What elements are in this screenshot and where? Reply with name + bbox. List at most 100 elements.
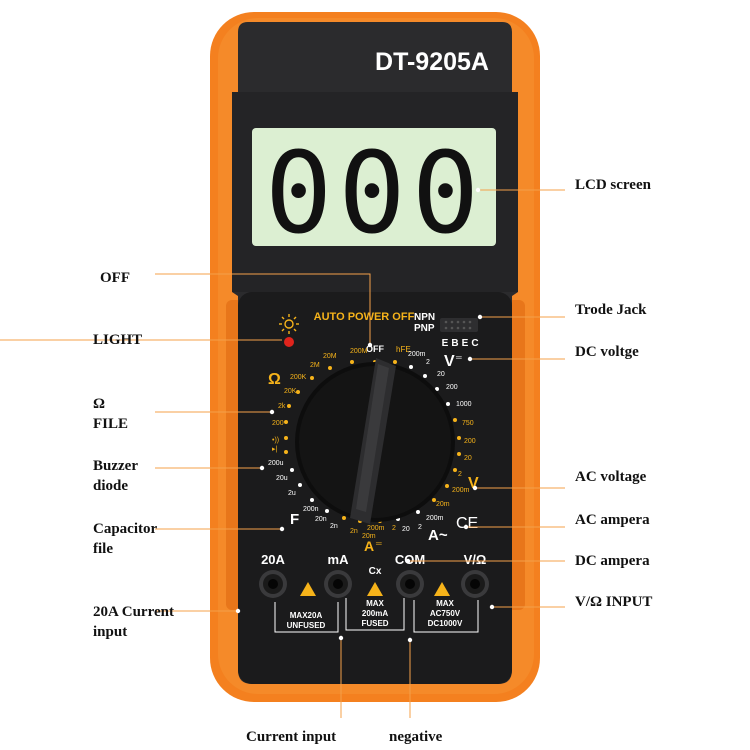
port-label-cx: Cx — [369, 566, 382, 577]
callout-lcd-screen: LCD screen — [575, 177, 651, 193]
pnp-label: PNP — [414, 323, 435, 334]
dial-label: 20u — [276, 475, 288, 482]
dc-lines-glyph: ═ — [455, 353, 462, 362]
callout-dc-ampera: DC ampera — [575, 553, 650, 569]
dca-symbol: A — [364, 538, 374, 554]
leader-lines — [0, 189, 565, 718]
callout-capacitor: Capacitor — [93, 521, 158, 537]
port-label-20a: 20A — [261, 552, 285, 567]
dial-label: 2M — [310, 362, 320, 369]
callout-trode-jack: Trode Jack — [575, 302, 647, 318]
dial-label: 20 — [464, 455, 472, 462]
dial-scale: OFF hFE Ω 200M 20M 2M 200K 20K 2k 200 •)… — [268, 344, 479, 554]
callout-diode: diode — [93, 478, 129, 494]
dial-label: 2n — [350, 528, 358, 535]
warning-max-ma: MAX — [366, 599, 384, 608]
dial-label: 2 — [458, 471, 462, 478]
warning-fused: FUSED — [361, 619, 388, 628]
dial-label: 20M — [323, 353, 337, 360]
dial-label: 200m — [367, 525, 385, 532]
dial-label-off: OFF — [366, 344, 384, 354]
jack-20a[interactable] — [259, 570, 287, 598]
warning-max20a: MAX20A — [290, 611, 323, 620]
pin-label: E — [442, 338, 449, 349]
rotary-selector-knob[interactable] — [295, 358, 455, 524]
acv-symbol: V — [468, 475, 479, 492]
dial-label: 20K — [284, 388, 297, 395]
port-label-ma: mA — [328, 552, 350, 567]
light-sun-icon — [279, 314, 299, 334]
callout-20a-input: input — [93, 624, 128, 640]
dial-label: 20n — [315, 516, 327, 523]
dial-label: 200u — [268, 460, 284, 467]
callout-off: OFF — [100, 270, 130, 286]
callout-buzzer: Buzzer — [93, 458, 138, 474]
dial-label: 2k — [278, 403, 286, 410]
aca-symbol: A~ — [428, 527, 448, 544]
port-label-com: COM — [395, 552, 425, 567]
callout-20a-current-input: 20A Current input — [93, 602, 174, 642]
callout-ohm: Ω — [93, 396, 106, 412]
light-led[interactable] — [284, 337, 294, 347]
dial-label: 200 — [272, 420, 284, 427]
warning-200ma: 200mA — [362, 609, 388, 618]
jack-vohm[interactable] — [461, 570, 489, 598]
transistor-pin-labels: E B E C — [442, 338, 479, 349]
dial-label: 2n — [330, 523, 338, 530]
jack-ma[interactable] — [324, 570, 352, 598]
dial-label: 2 — [426, 359, 430, 366]
warning-ac750v: AC750V — [430, 609, 461, 618]
dial-label: 2 — [392, 525, 396, 532]
callout-dc-voltage: DC voltge — [575, 344, 639, 360]
callout-negative: negative — [389, 729, 443, 745]
pin-label: B — [451, 338, 458, 349]
callout-ac-voltage: AC voltage — [575, 469, 647, 485]
farad-symbol: F — [290, 511, 299, 528]
dial-label: 200m — [452, 487, 470, 494]
model-title: DT-9205A — [375, 48, 489, 76]
dial-label: 20 — [437, 371, 445, 378]
dial-label-hfe: hFE — [396, 345, 411, 354]
dial-label: 200n — [303, 506, 319, 513]
dial-label: 20m — [436, 501, 450, 508]
dial-label: 200m — [426, 515, 444, 522]
leader-dots — [235, 187, 495, 643]
callout-cap-file: file — [93, 541, 113, 557]
dial-tick-dots — [284, 360, 461, 523]
ce-mark: CE — [456, 515, 478, 532]
callout-ohm-file: Ω FILE — [93, 394, 128, 434]
callout-20a-current: 20A Current — [93, 604, 174, 620]
lcd-screen: 000 — [252, 128, 496, 259]
transistor-socket[interactable] — [440, 318, 478, 332]
input-jacks — [259, 570, 489, 598]
diode-glyph: ▸| — [272, 446, 278, 453]
dial-label: 200 — [446, 384, 458, 391]
dial-label: 750 — [462, 420, 474, 427]
npn-label: NPN — [414, 312, 435, 323]
jack-com[interactable] — [396, 570, 424, 598]
warning-max-v: MAX — [436, 599, 454, 608]
warning-brackets — [274, 598, 479, 633]
port-label-vohm: V/Ω — [464, 552, 487, 567]
pin-label: E — [462, 338, 469, 349]
dial-label: 20m — [362, 533, 376, 540]
pin-label: C — [471, 338, 478, 349]
ohm-symbol: Ω — [268, 371, 281, 388]
dial-label: 2 — [418, 524, 422, 531]
dial-label: 2u — [288, 490, 296, 497]
callout-ac-ampera: AC ampera — [575, 512, 650, 528]
dial-label: 200m — [408, 351, 426, 358]
warning-unfused: UNFUSED — [287, 621, 326, 630]
dial-label: 20 — [402, 526, 410, 533]
callout-vohm-input: V/Ω INPUT — [575, 594, 653, 610]
dial-label: 200K — [290, 374, 307, 381]
callout-current-input: Current input — [246, 729, 337, 745]
callout-light: LIGHT — [93, 332, 143, 348]
auto-power-off-label: AUTO POWER OFF — [314, 311, 415, 323]
warning-icons — [300, 582, 450, 596]
callout-buzzer-diode: Buzzer diode — [93, 456, 138, 496]
dc-lines-glyph: ═ — [375, 539, 382, 548]
lcd-digits: 000 — [265, 129, 485, 259]
dial-label: 200M — [350, 348, 368, 355]
